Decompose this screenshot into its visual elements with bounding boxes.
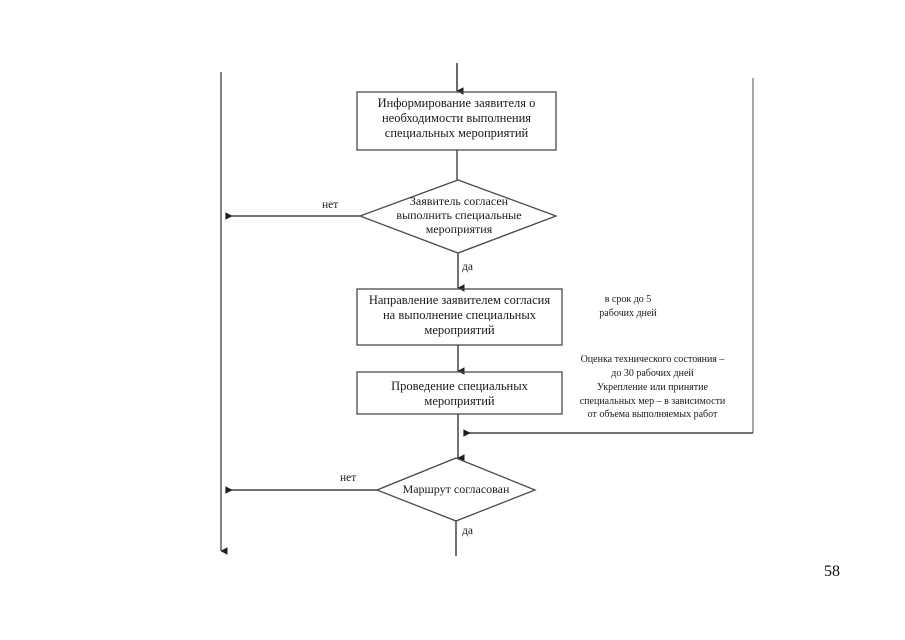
node-applicant-agrees — [358, 179, 558, 254]
annotation-tech-assessment: Оценка технического состояния – до 30 ра… — [580, 354, 725, 379]
page-number: 58 — [824, 563, 840, 580]
annotation-strengthening-measures: Укрепление или принятие специальных мер … — [579, 382, 726, 420]
node-send-consent — [356, 288, 563, 346]
node-inform-applicant — [356, 91, 557, 151]
edge-label-yes-2: да — [462, 525, 473, 537]
edge-label-no-2: нет — [340, 472, 357, 484]
edge-label-no-1: нет — [322, 199, 339, 211]
node-carry-out-measures — [356, 371, 563, 415]
node-route-approved — [375, 457, 537, 522]
annotation-term-5-days: в срок до 5 рабочих дней — [599, 294, 657, 319]
edge-label-yes-1: да — [462, 261, 473, 273]
